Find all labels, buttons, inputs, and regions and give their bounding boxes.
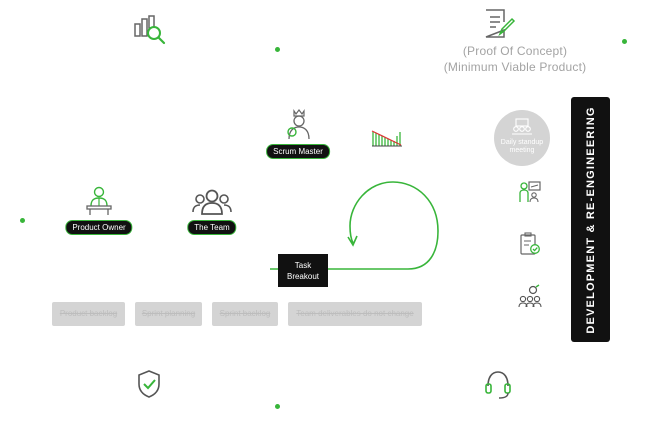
chip-sprint-planning: Sprint planning: [135, 302, 202, 326]
task-breakout-line-2: Breakout: [286, 271, 320, 281]
decorative-dot: [622, 39, 627, 44]
development-reengineering-label: DEVELOPMENT & RE-ENGINEERING: [584, 105, 597, 334]
chip-team-deliverables: Team deliverables do not change: [288, 302, 422, 326]
role-label-product-owner: Product Owner: [65, 220, 133, 235]
checklist-icon: [520, 232, 540, 255]
role-label-the-team: The Team: [187, 220, 237, 235]
poc-line-1: (Proof Of Concept): [462, 44, 568, 58]
chart-search-icon: [134, 15, 166, 45]
role-label-scrum-master: Scrum Master: [266, 144, 330, 159]
daily-standup-label: Daily standup meeting: [500, 139, 544, 154]
daily-standup-meeting: Daily standup meeting: [494, 110, 550, 166]
task-breakout-line-1: Task: [294, 260, 312, 270]
chip-sprint-backlog: Sprint backlog: [212, 302, 278, 326]
development-reengineering-banner: DEVELOPMENT & RE-ENGINEERING: [571, 97, 610, 342]
meeting-icon: [512, 118, 532, 135]
sprint-loop-arrow: [270, 181, 439, 270]
team-icon: [192, 189, 232, 215]
decorative-dot: [275, 404, 280, 409]
burndown-chart-icon: [371, 130, 402, 147]
poc-line-2: (Minimum Viable Product): [443, 60, 587, 74]
decorative-dot: [20, 218, 25, 223]
product-owner-icon: [86, 186, 112, 215]
task-breakout-box: Task Breakout: [278, 254, 328, 287]
document-edit-icon: [485, 9, 516, 38]
decorative-dot: [275, 47, 280, 52]
chip-product-backlog: Product backlog: [52, 302, 125, 326]
headset-icon: [485, 371, 511, 399]
presenter-icon: [519, 181, 541, 203]
shield-check-icon: [138, 370, 160, 398]
scrum-master-icon: [287, 109, 310, 140]
team-settings-icon: [518, 284, 542, 308]
